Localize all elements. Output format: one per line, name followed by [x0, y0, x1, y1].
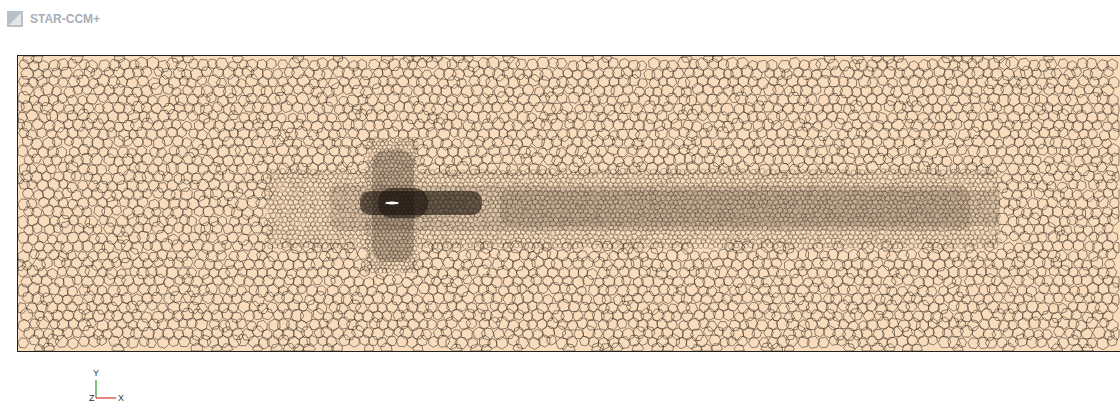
mesh-domain [17, 55, 1120, 352]
logo-mark [9, 13, 21, 25]
axis-label: X [118, 394, 124, 403]
x-axis [96, 397, 116, 398]
wake-far-shade [500, 190, 1000, 226]
body-core [378, 188, 428, 218]
software-logo-text: STAR-CCM+ [30, 13, 100, 25]
axis-label: Y [93, 369, 99, 378]
y-axis [95, 380, 96, 398]
logo-square [7, 11, 23, 27]
domain-border [18, 56, 1120, 352]
logo-icon [7, 11, 23, 27]
mesh-cells [18, 56, 1119, 351]
body-surface [385, 202, 399, 205]
coarse-cells [18, 56, 1119, 351]
axis-label: Z [89, 394, 95, 403]
axis-triad [96, 380, 116, 398]
